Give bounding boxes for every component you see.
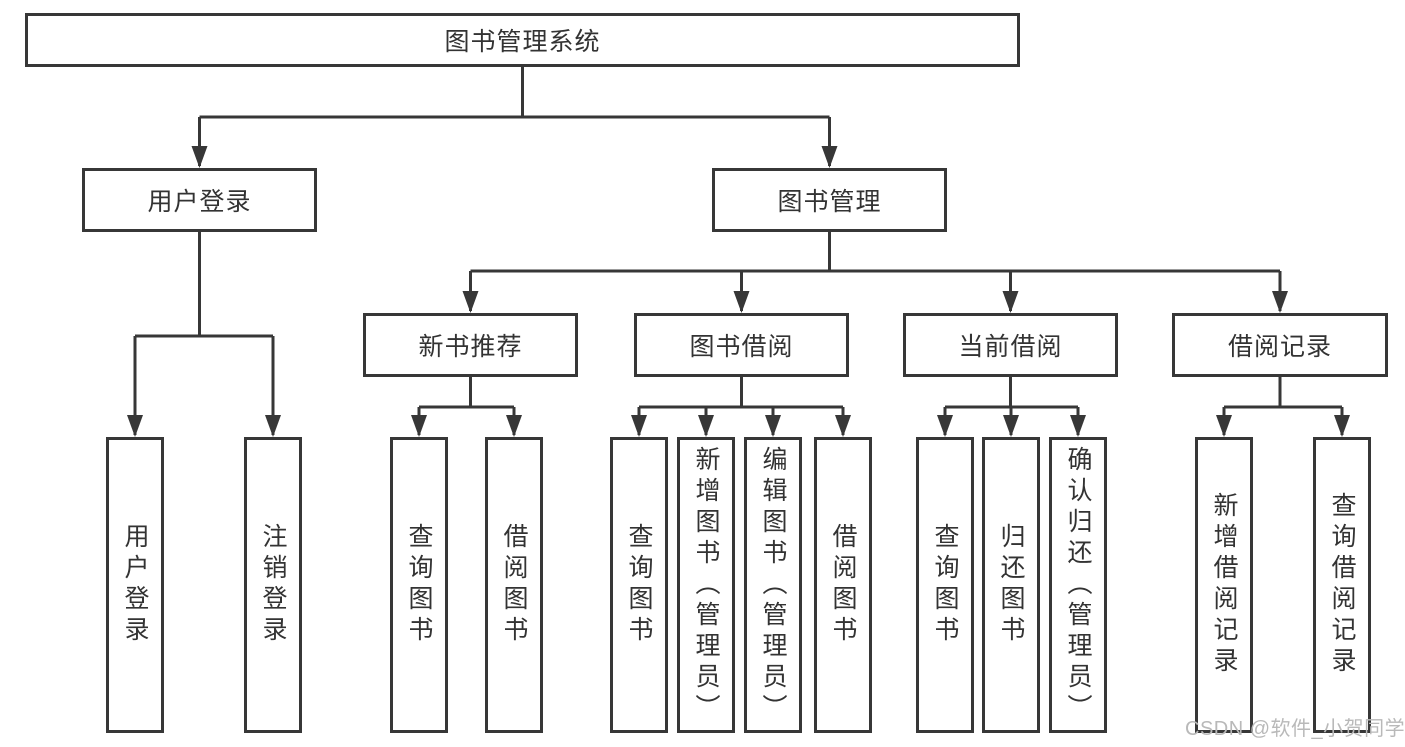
leaf-current-confirm-return-admin: 确认归还（管理员） xyxy=(1049,437,1107,733)
leaf-label: 借阅图书 xyxy=(500,523,528,647)
leaf-label: 新增借阅记录 xyxy=(1210,492,1238,678)
leaf-label: 归还图书 xyxy=(997,523,1025,647)
leaf-current-return-books: 归还图书 xyxy=(982,437,1040,733)
leaf-label: 用户登录 xyxy=(121,523,149,647)
leaf-label: 确认归还（管理员） xyxy=(1064,445,1092,725)
leaf-label: 查询图书 xyxy=(625,523,653,647)
leaf-recommend-borrow-books: 借阅图书 xyxy=(485,437,543,733)
leaf-label: 新增图书（管理员） xyxy=(692,445,720,725)
node-book-borrowing: 图书借阅 xyxy=(634,313,849,377)
csdn-watermark: CSDN @软件_小贺同学 xyxy=(1185,718,1405,740)
leaf-label: 注销登录 xyxy=(259,523,287,647)
node-user-login: 用户登录 xyxy=(82,168,317,232)
leaf-borrow-borrow-books: 借阅图书 xyxy=(814,437,872,733)
leaf-logout: 注销登录 xyxy=(244,437,302,733)
node-library-system: 图书管理系统 xyxy=(25,13,1020,67)
node-borrowing-records: 借阅记录 xyxy=(1172,313,1388,377)
node-book-management: 图书管理 xyxy=(712,168,947,232)
leaf-recommend-query-books: 查询图书 xyxy=(390,437,448,733)
leaf-borrow-add-books-admin: 新增图书（管理员） xyxy=(677,437,735,733)
leaf-label: 编辑图书（管理员） xyxy=(759,445,787,725)
leaf-label: 借阅图书 xyxy=(829,523,857,647)
node-new-book-recommendation: 新书推荐 xyxy=(363,313,578,377)
leaf-records-query-record: 查询借阅记录 xyxy=(1313,437,1371,733)
leaf-label: 查询图书 xyxy=(405,523,433,647)
leaf-records-add-record: 新增借阅记录 xyxy=(1195,437,1253,733)
node-current-borrowing: 当前借阅 xyxy=(903,313,1118,377)
leaf-label: 查询借阅记录 xyxy=(1328,492,1356,678)
leaf-borrow-edit-books-admin: 编辑图书（管理员） xyxy=(744,437,802,733)
leaf-user-login: 用户登录 xyxy=(106,437,164,733)
leaf-label: 查询图书 xyxy=(931,523,959,647)
leaf-current-query-books: 查询图书 xyxy=(916,437,974,733)
leaf-borrow-query-books: 查询图书 xyxy=(610,437,668,733)
